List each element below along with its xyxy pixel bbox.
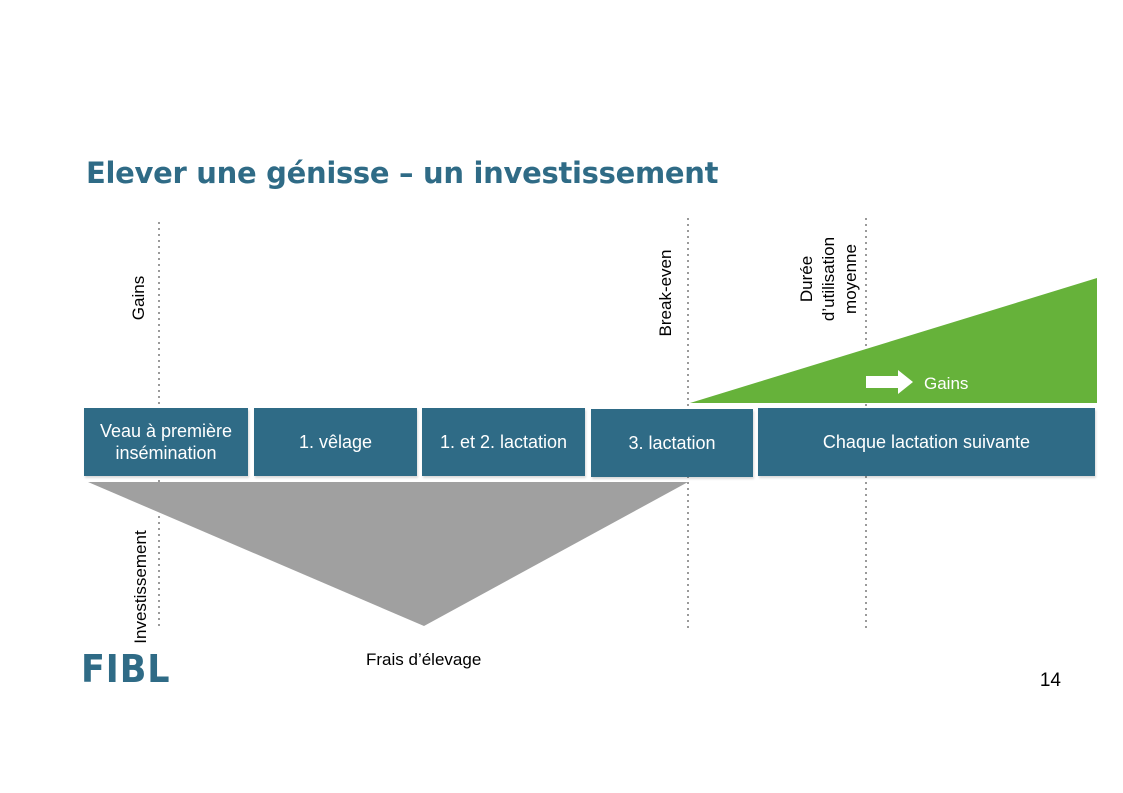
gains-axis-label: Gains bbox=[129, 275, 148, 321]
phase-box-calf: Veau à première insémination bbox=[84, 408, 248, 476]
phase-calf-line2: insémination bbox=[115, 443, 217, 463]
phase-box-lactation-1-2: 1. et 2. lactation bbox=[422, 408, 585, 476]
page-title: Elever une génisse – un investissement bbox=[86, 156, 719, 190]
fibl-logo: FIBL bbox=[81, 652, 171, 686]
phase-first-calving-label: 1. vêlage bbox=[298, 432, 373, 452]
duration-label: Durée d’utilisation moyenne bbox=[796, 234, 862, 324]
rearing-costs-label: Frais d’élevage bbox=[366, 650, 482, 669]
page-number: 14 bbox=[1039, 670, 1061, 691]
phase-box-first-calving: 1. vêlage bbox=[254, 408, 417, 476]
phase-box-lactation-3: 3. lactation bbox=[591, 409, 753, 477]
phase-calf-line1: Veau à première bbox=[99, 421, 233, 441]
investment-axis-label: Investissement bbox=[131, 530, 150, 644]
break-even-label: Break-even bbox=[656, 249, 675, 337]
duration-label-line2: d’utilisation bbox=[819, 236, 838, 322]
investment-triangle bbox=[88, 482, 688, 626]
gains-triangle bbox=[690, 278, 1097, 403]
phase-lactation-1-2-label: 1. et 2. lactation bbox=[439, 432, 568, 452]
duration-label-line1: Durée bbox=[797, 255, 816, 303]
phase-lactation-3-label: 3. lactation bbox=[628, 433, 716, 453]
phase-following-lactations-label: Chaque lactation suivante bbox=[822, 432, 1031, 452]
arrow-right-icon bbox=[866, 370, 913, 394]
gains-arrow-label: Gains bbox=[924, 374, 969, 393]
duration-label-line3: moyenne bbox=[841, 244, 860, 314]
phase-box-following-lactations: Chaque lactation suivante bbox=[758, 408, 1095, 476]
